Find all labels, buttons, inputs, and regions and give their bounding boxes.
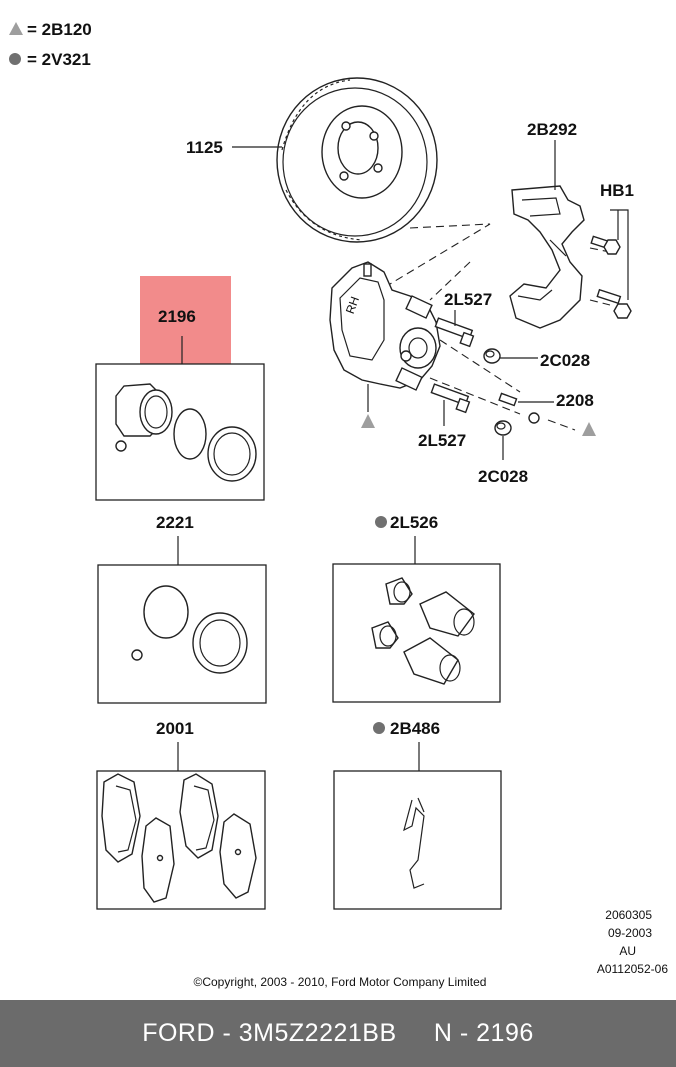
dust-cap-lower [494, 420, 512, 436]
exploded-brake-diagram: = 2B120 = 2V321 1125 2B292 HB1 [9, 20, 669, 989]
seal-kit-parts [131, 585, 248, 674]
piston-kit-parts [115, 383, 257, 482]
info-line-2: 09-2003 [608, 926, 652, 940]
info-line-3: AU [619, 944, 636, 958]
info-line-4: A0112052-06 [597, 962, 669, 976]
legend-triangle-label: = 2B120 [27, 20, 92, 39]
spring-clip-box [333, 770, 502, 910]
legend-triangle-icon [9, 22, 23, 35]
bleed-screw-callout: 2208 [556, 391, 594, 410]
brake-disc [276, 77, 438, 243]
footer-part-number: FORD - 3M5Z2221BB [142, 1019, 397, 1047]
footer-reference: N - 2196 [433, 1019, 534, 1047]
copyright-text: ©Copyright, 2003 - 2010, Ford Motor Comp… [194, 975, 487, 989]
legend-circle-icon [9, 53, 21, 65]
footer-bar: FORD - 3M5Z2221BB N - 2196 [0, 1000, 676, 1067]
seal-kit-callout: 2221 [156, 513, 194, 532]
bracket-bolts [590, 235, 632, 319]
caliper-bracket [509, 185, 585, 329]
legend-circle-label: = 2V321 [27, 50, 91, 69]
sleeve-kit-circle-icon [375, 516, 387, 528]
pad-set-callout: 2001 [156, 719, 194, 738]
sleeve-kit-box [332, 563, 501, 703]
caliper-body [329, 261, 441, 391]
kit-2196-callout: 2196 [158, 307, 196, 326]
info-line-1: 2060305 [605, 908, 652, 922]
caliper-triangle-icon [361, 414, 375, 428]
spring-clip-part [403, 797, 425, 889]
bolts-callout: HB1 [600, 181, 634, 200]
disc-callout: 1125 [186, 138, 223, 157]
bleed-screw [498, 392, 540, 424]
guide-pin-upper [434, 317, 475, 348]
bleed-cap-triangle-icon [582, 422, 596, 436]
spring-clip-circle-icon [373, 722, 385, 734]
brake-pads [101, 773, 257, 903]
highlight-2196 [140, 276, 231, 365]
bracket-callout: 2B292 [527, 120, 577, 139]
sleeve-kit-callout: 2L526 [390, 513, 438, 532]
cap-upper-callout: 2C028 [540, 351, 590, 370]
spring-clip-callout: 2B486 [390, 719, 440, 738]
dust-cap-upper [483, 348, 501, 364]
caliper-rh-mark: RH [343, 295, 362, 316]
guide-pin-lower [430, 383, 471, 414]
sleeve-kit-parts [371, 577, 475, 685]
pin-lower-callout: 2L527 [418, 431, 466, 450]
pin-upper-callout: 2L527 [444, 290, 492, 309]
cap-lower-callout: 2C028 [478, 467, 528, 486]
footer-spacer [397, 1019, 434, 1048]
